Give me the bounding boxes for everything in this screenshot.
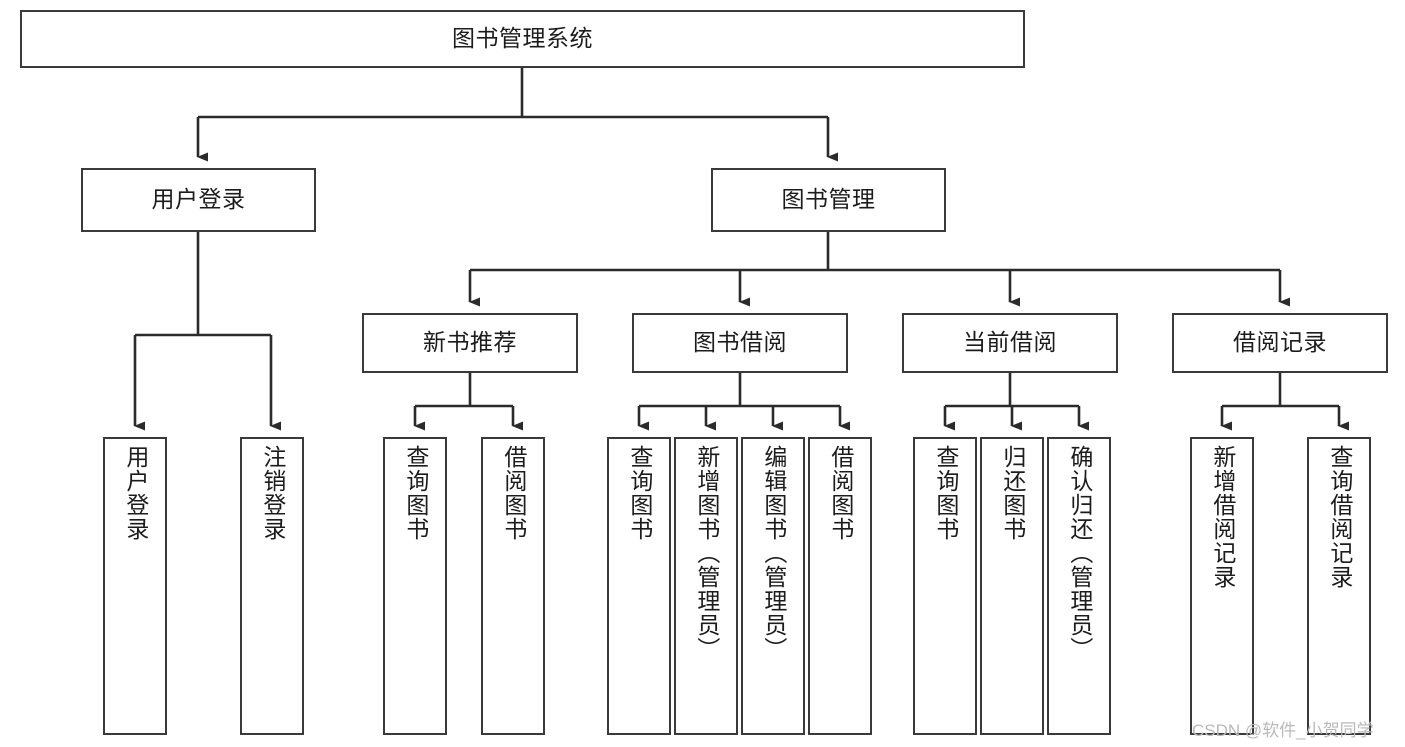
node-leaf-cb-return-book-label: 归还图书: [999, 445, 1026, 541]
node-book-borrow[interactable]: 图书借阅: [632, 313, 848, 373]
node-book-management-label: 图书管理: [781, 186, 876, 213]
node-leaf-cb-return-book[interactable]: 归还图书: [980, 437, 1044, 735]
node-leaf-cb-query-book[interactable]: 查询图书: [913, 437, 977, 735]
node-leaf-nb-query-book[interactable]: 查询图书: [383, 437, 447, 735]
node-leaf-cb-query-book-label: 查询图书: [932, 445, 959, 541]
node-book-management[interactable]: 图书管理: [711, 168, 946, 232]
node-leaf-br-query-record[interactable]: 查询借阅记录: [1307, 437, 1371, 735]
node-leaf-cb-confirm-return-admin[interactable]: 确认归还（管理员）: [1047, 437, 1111, 735]
node-leaf-bb-borrow-book-label: 借阅图书: [827, 445, 854, 541]
node-root-library-system[interactable]: 图书管理系统: [20, 10, 1025, 68]
node-leaf-cb-confirm-return-admin-label: 确认归还（管理员）: [1066, 445, 1093, 661]
node-leaf-nb-borrow-book[interactable]: 借阅图书: [481, 437, 545, 735]
node-current-borrow[interactable]: 当前借阅: [902, 313, 1118, 373]
node-root-label: 图书管理系统: [452, 25, 593, 52]
node-borrow-record[interactable]: 借阅记录: [1172, 313, 1388, 373]
node-leaf-br-add-record-label: 新增借阅记录: [1209, 445, 1236, 589]
node-leaf-logout[interactable]: 注销登录: [240, 437, 304, 735]
node-leaf-bb-edit-book-admin-label: 编辑图书（管理员）: [760, 445, 787, 661]
node-borrow-record-label: 借阅记录: [1233, 329, 1327, 356]
node-book-borrow-label: 图书借阅: [693, 329, 787, 356]
node-leaf-bb-query-book-label: 查询图书: [626, 445, 653, 541]
node-new-book-recommend-label: 新书推荐: [423, 329, 517, 356]
node-user-login[interactable]: 用户登录: [81, 168, 316, 232]
csdn-watermark: CSDN @软件_小贺同学: [1192, 721, 1374, 740]
node-leaf-bb-add-book-admin[interactable]: 新增图书（管理员）: [674, 437, 738, 735]
node-leaf-nb-query-book-label: 查询图书: [402, 445, 429, 541]
node-leaf-bb-add-book-admin-label: 新增图书（管理员）: [693, 445, 720, 661]
node-current-borrow-label: 当前借阅: [963, 329, 1057, 356]
node-leaf-nb-borrow-book-label: 借阅图书: [500, 445, 527, 541]
node-user-login-label: 用户登录: [151, 186, 246, 213]
node-leaf-bb-edit-book-admin[interactable]: 编辑图书（管理员）: [741, 437, 805, 735]
node-leaf-user-login[interactable]: 用户登录: [103, 437, 167, 735]
node-leaf-logout-label: 注销登录: [259, 445, 286, 541]
node-leaf-bb-query-book[interactable]: 查询图书: [607, 437, 671, 735]
node-leaf-br-add-record[interactable]: 新增借阅记录: [1190, 437, 1254, 735]
node-leaf-br-query-record-label: 查询借阅记录: [1326, 445, 1353, 589]
node-new-book-recommend[interactable]: 新书推荐: [362, 313, 578, 373]
node-leaf-bb-borrow-book[interactable]: 借阅图书: [808, 437, 872, 735]
node-leaf-user-login-label: 用户登录: [122, 445, 149, 541]
